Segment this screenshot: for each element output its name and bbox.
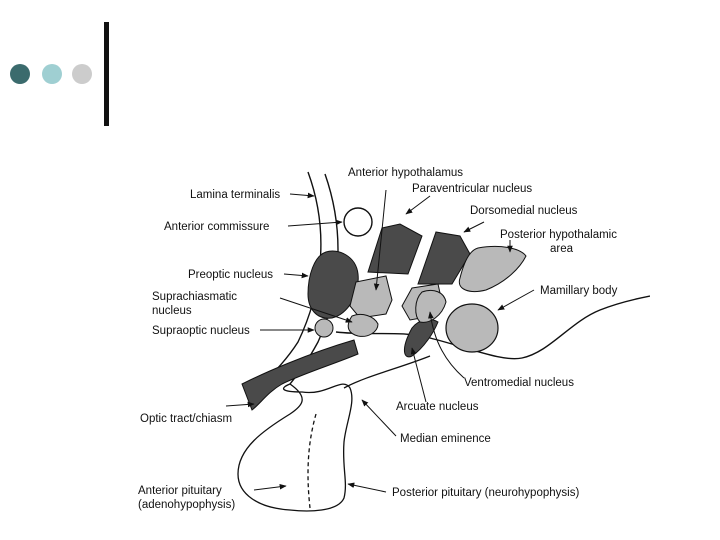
arrow-dorsomedial [464, 222, 484, 232]
slide-bullet-dots [10, 64, 100, 88]
preoptic-nucleus-shape [308, 251, 358, 318]
pituitary-lobe-divider [308, 414, 316, 508]
hypothalamus-diagram: Anterior hypothalamus Paraventricular nu… [130, 152, 650, 530]
label-ventromedial-nucleus: Ventromedial nucleus [464, 377, 574, 389]
anterior-hypothalamus-shape [350, 276, 392, 318]
bullet-dot-teal [42, 64, 62, 84]
label-dorsomedial-nucleus: Dorsomedial nucleus [470, 205, 578, 217]
optic-tract-chiasm-shape [242, 340, 358, 410]
paraventricular-nucleus-shape [368, 224, 422, 274]
label-anterior-commissure: Anterior commissure [164, 221, 269, 233]
arrow-anterior-commissure [288, 222, 342, 226]
arrow-median-eminence [362, 400, 396, 436]
title-divider-bar [104, 22, 109, 126]
label-posterior-hypothalamic-line1: Posterior hypothalamic [500, 229, 617, 241]
label-suprachiasmatic-line2: nucleus [152, 305, 192, 317]
bullet-dot-gray [72, 64, 92, 84]
arrow-anterior-pituitary [254, 486, 286, 490]
arrow-paraventricular [406, 196, 430, 214]
label-arcuate-nucleus: Arcuate nucleus [396, 401, 479, 413]
label-supraoptic-nucleus: Supraoptic nucleus [152, 325, 250, 337]
supraoptic-nucleus-shape [315, 319, 333, 337]
arrow-mamillary [498, 290, 534, 310]
label-lamina-terminalis: Lamina terminalis [190, 189, 280, 201]
label-anterior-hypothalamus: Anterior hypothalamus [348, 167, 463, 179]
label-preoptic-nucleus: Preoptic nucleus [188, 269, 273, 281]
arrow-posterior-pituitary [348, 484, 386, 492]
pituitary-right-stalk [344, 356, 430, 388]
label-mamillary-body: Mamillary body [540, 285, 618, 297]
bullet-dot-dark [10, 64, 30, 84]
label-anterior-pituitary-line1: Anterior pituitary [138, 485, 222, 497]
label-posterior-hypothalamic-line2: area [550, 243, 574, 255]
arrow-lamina-terminalis [290, 194, 314, 196]
arrow-preoptic [284, 274, 308, 276]
label-posterior-pituitary: Posterior pituitary (neurohypophysis) [392, 487, 579, 499]
mamillary-body-shape [446, 304, 498, 352]
label-suprachiasmatic-line1: Suprachiasmatic [152, 291, 237, 303]
suprachiasmatic-nucleus-shape [348, 314, 378, 336]
arrow-arcuate [412, 348, 426, 402]
anterior-commissure-shape [344, 208, 372, 236]
label-median-eminence: Median eminence [400, 433, 491, 445]
hypothalamus-svg: Anterior hypothalamus Paraventricular nu… [130, 152, 650, 530]
label-anterior-pituitary-line2: (adenohypophysis) [138, 499, 235, 511]
label-optic-tract-chiasm: Optic tract/chiasm [140, 413, 232, 425]
label-paraventricular-nucleus: Paraventricular nucleus [412, 183, 532, 195]
